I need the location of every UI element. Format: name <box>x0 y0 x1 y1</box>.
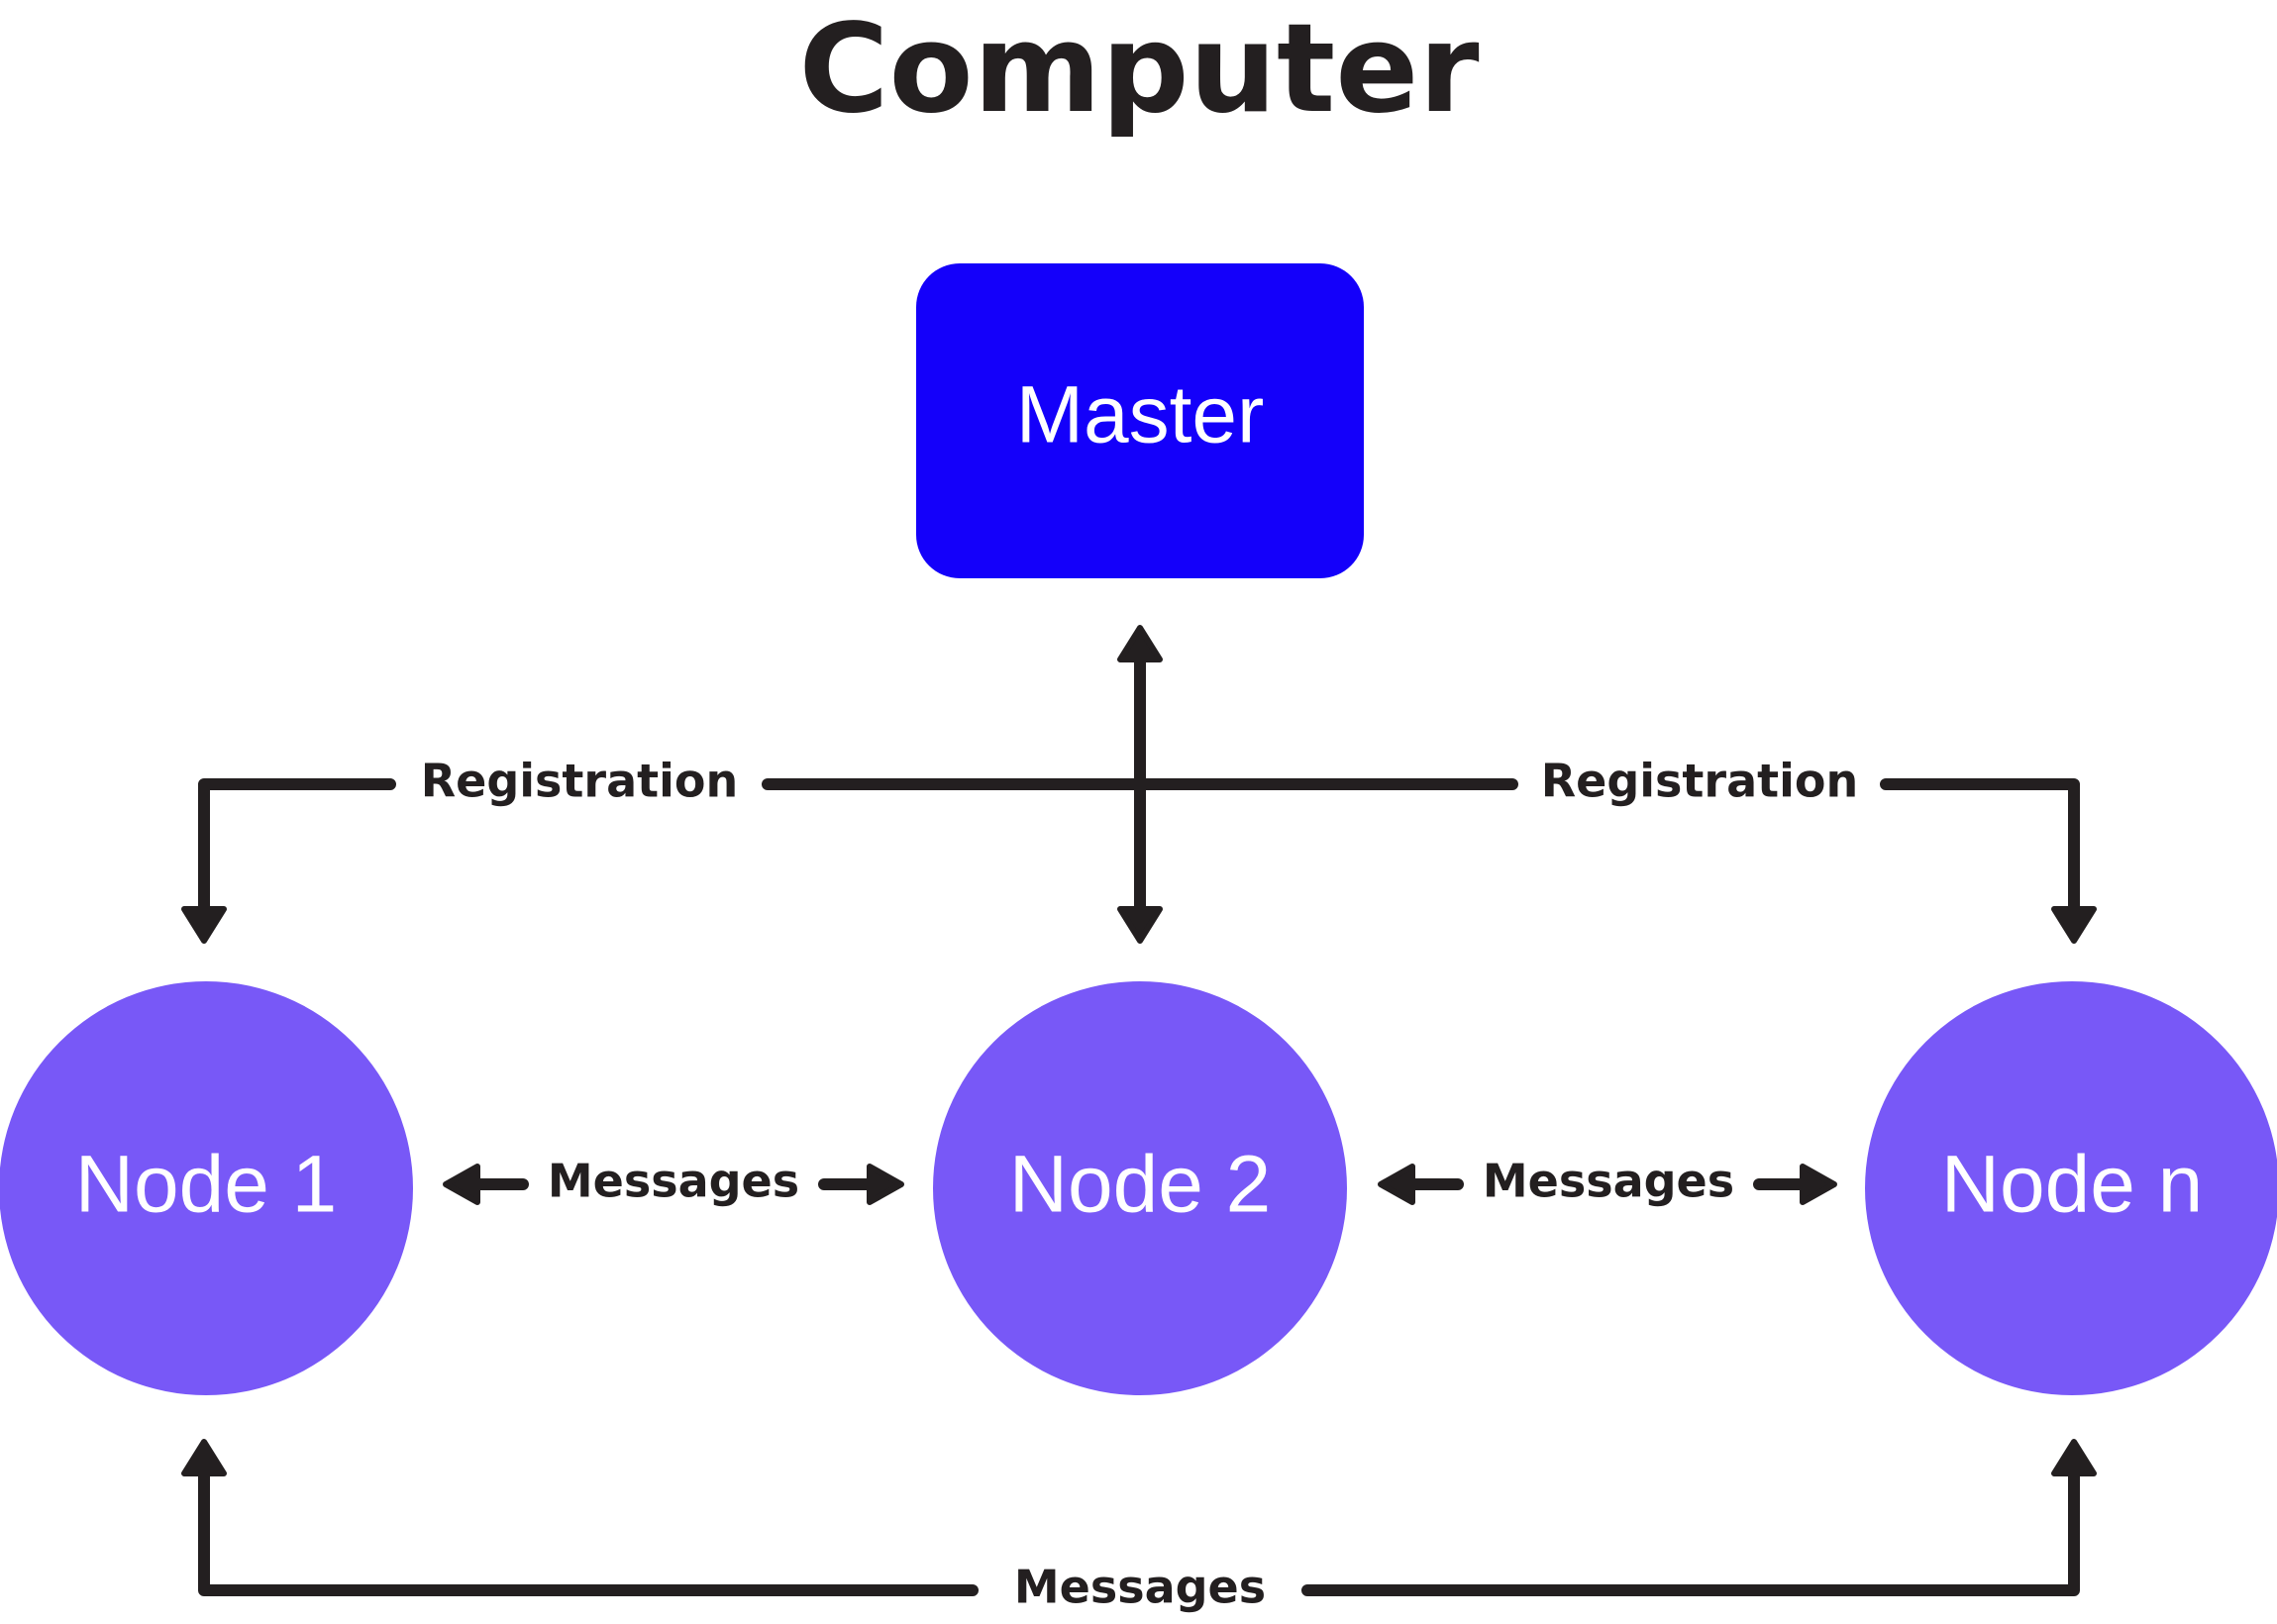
messages-2-n-left-arrowhead <box>1378 1164 1415 1205</box>
messages-1-2-right-arrowhead <box>867 1164 904 1205</box>
node-n: Node n <box>1865 981 2277 1395</box>
registration-connectors: Registration Registration <box>181 625 2097 944</box>
master-box: Master <box>916 263 1364 578</box>
messages-node1-noden: Messages <box>181 1439 2097 1614</box>
node-2: Node 2 <box>933 981 1347 1395</box>
messages-label-2-n: Messages <box>1483 1155 1734 1208</box>
messages-1-n-left-arrowhead <box>181 1439 227 1476</box>
node-n-shape <box>1865 981 2277 1395</box>
registration-label-right: Registration <box>1541 755 1859 808</box>
node-1-shape <box>0 981 413 1395</box>
registration-label-left: Registration <box>421 755 739 808</box>
registration-right-line <box>1880 778 2080 917</box>
node2-arrowhead-down <box>1117 906 1163 944</box>
messages-1-n-left-line <box>198 1466 979 1596</box>
messages-label-1-n: Messages <box>1014 1561 1266 1614</box>
node-2-shape <box>933 981 1347 1395</box>
node-2-label: Node 2 <box>1009 1140 1271 1230</box>
messages-2-n-right-arrowhead <box>1800 1164 1837 1205</box>
node-1-label: Node 1 <box>75 1140 337 1230</box>
node-n-label: Node n <box>1941 1140 2203 1230</box>
messages-node2-noden: Messages <box>1378 1155 1837 1208</box>
master-box-shape <box>916 263 1364 578</box>
messages-1-n-right-arrowhead <box>2051 1439 2097 1476</box>
messages-1-n-right-line <box>1301 1466 2080 1596</box>
master-arrowhead-up <box>1117 625 1163 662</box>
master-label: Master <box>1016 370 1265 460</box>
registration-right-arrowhead <box>2051 906 2097 944</box>
node-1: Node 1 <box>0 981 413 1395</box>
messages-1-2-left-arrowhead <box>443 1164 480 1205</box>
messages-label-1-2: Messages <box>548 1155 799 1208</box>
registration-left-arrowhead <box>181 906 227 944</box>
registration-left-line <box>198 778 396 917</box>
messages-node1-node2: Messages <box>443 1155 904 1208</box>
diagram-title: Computer <box>799 0 1480 141</box>
